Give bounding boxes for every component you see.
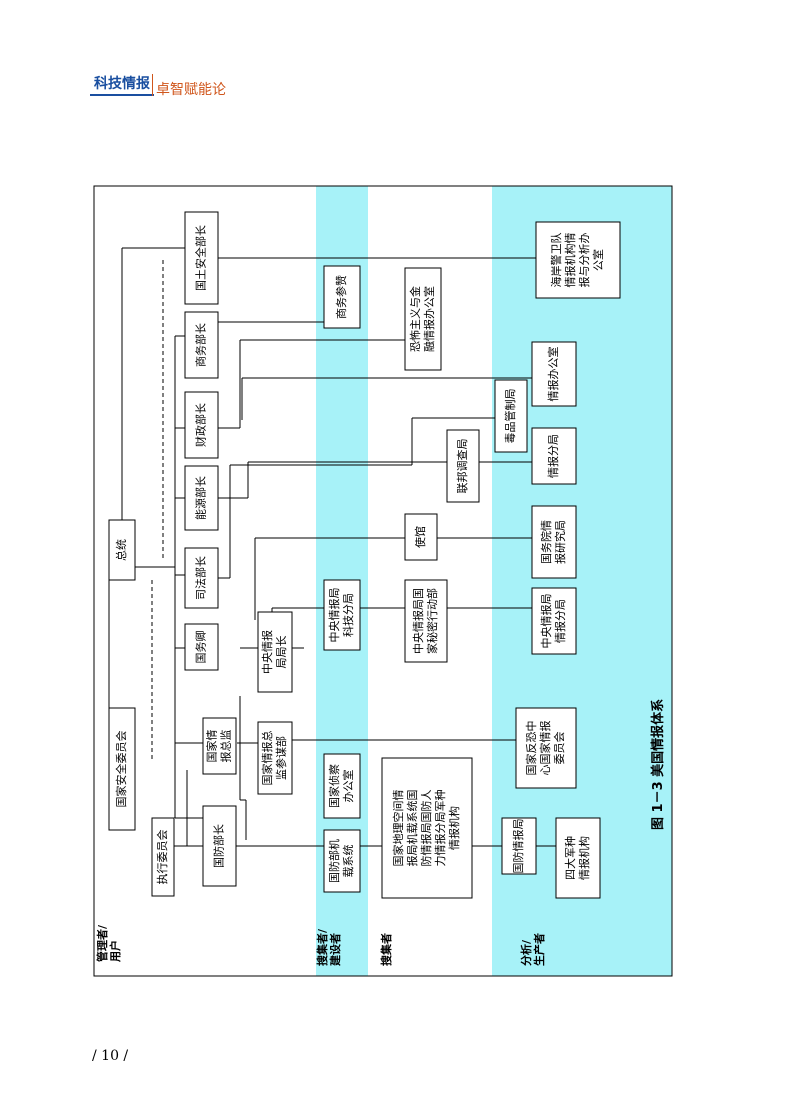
box-label: 情报分局: [546, 434, 560, 478]
row-label-analysts: 生产者: [532, 933, 546, 966]
row-label-builders: 搜集者/: [315, 928, 329, 966]
box-justice: 司法部长: [184, 547, 219, 609]
box-intel-office: 情报办公室: [531, 341, 577, 407]
box-commerce: 商务部长: [184, 311, 219, 379]
box-label: 国防部长: [212, 824, 226, 868]
box-label: 毒品管制局: [503, 389, 517, 444]
box-label: 情报机构: [447, 806, 461, 850]
box-label: 总统: [114, 539, 128, 561]
box-label: 情报办公室: [546, 347, 560, 402]
box-label: 防情报局国防人: [419, 790, 433, 867]
box-label: 报与分析办: [577, 233, 591, 288]
box-label: 国家情报总: [260, 731, 274, 786]
box-label: 司法部长: [194, 556, 208, 600]
figure-caption: 图 1－3 美国情报体系: [650, 699, 666, 830]
box-dia: 国防情报局: [501, 817, 537, 875]
box-label: 情报机构情: [563, 233, 577, 288]
box-nro: 国家侦察办公室: [323, 753, 361, 819]
box-cia-st: 中央情报局科技分局: [323, 579, 361, 651]
box-label: 报总监: [219, 730, 233, 763]
box-nsc: 国家安全委员会: [108, 707, 136, 831]
box-label: 国家反恐中: [524, 721, 538, 776]
box-secretary-state: 国务卿: [184, 623, 219, 671]
box-label: 中央情报: [260, 630, 274, 674]
box-label: 报局机载系统国: [405, 790, 419, 867]
box-state-inr: 国务院情报研究局: [531, 505, 577, 579]
box-label: 委员会: [553, 732, 566, 765]
box-label: 商务参赞: [334, 275, 348, 319]
box-services4: 四大军种情报机构: [555, 817, 601, 899]
page-number: / 10 /: [92, 1048, 129, 1064]
box-label: 海岸警卫队: [549, 233, 563, 288]
box-ncc: 国家反恐中心国家情报委员会: [515, 707, 577, 789]
box-dni: 国家情报总监: [202, 717, 237, 775]
box-dni-staff: 国家情报总监参谋部: [257, 721, 293, 795]
box-label: 国土安全部长: [194, 225, 208, 291]
box-president: 总统: [108, 519, 136, 581]
box-label: 联邦调查局: [455, 439, 469, 494]
box-label: 监参谋部: [274, 736, 288, 780]
box-collect-agencies: 国家地理空间情报局机载系统国防情报局国防人力情报分局军种情报机构: [381, 757, 473, 899]
box-label: 公室: [591, 249, 605, 271]
brand-subtitle: 卓智赋能论: [152, 74, 226, 98]
box-exec-committee: 执行委员会: [151, 817, 175, 897]
box-label: 执行委员会: [155, 830, 169, 885]
box-label: 国务院情: [539, 520, 553, 564]
box-label: 国家地理空间情: [391, 790, 405, 867]
box-label: 融情报办公室: [422, 286, 436, 352]
figure-frame: [93, 185, 673, 977]
box-coast-guard: 海岸警卫队情报机构情报与分析办公室: [535, 221, 621, 299]
box-label: 商务部长: [194, 323, 208, 367]
box-label: 四大军种: [563, 836, 577, 880]
box-label: 国家侦察: [327, 764, 341, 808]
row-label-managers: 用户: [108, 940, 122, 962]
box-label: 局局长: [275, 636, 288, 669]
box-label: 中央情报局: [539, 594, 553, 649]
box-label: 中央情报局国: [411, 588, 425, 654]
box-defense-sec: 国防部长: [202, 805, 237, 887]
box-treasury: 财政部长: [184, 391, 219, 459]
box-fbi: 联邦调查局: [446, 429, 480, 503]
box-label: 财政部长: [194, 403, 208, 447]
box-label: 科技分局: [341, 593, 355, 637]
box-label: 国家安全委员会: [114, 731, 128, 808]
box-cia-analysis: 中央情报局情报分局: [531, 587, 577, 655]
box-label: 家秘密行动部: [425, 588, 439, 654]
row-label-builders: 建设者: [328, 933, 342, 966]
row-label-collectors: 搜集者: [379, 933, 393, 966]
box-label: 情报机构: [577, 836, 591, 880]
box-label: 心国家情报: [538, 721, 552, 776]
box-label: 力情报分局军种: [433, 790, 447, 867]
box-label: 国防情报局: [511, 819, 525, 874]
box-energy: 能源部长: [184, 465, 219, 531]
box-label: 恐怖主义与金: [408, 286, 422, 352]
connector-lines: [108, 247, 556, 847]
box-label: 能源部长: [194, 476, 208, 520]
box-homeland: 国土安全部长: [184, 211, 219, 305]
box-dea: 毒品管制局: [494, 379, 528, 453]
box-commerce-attache: 商务参赞: [323, 265, 361, 329]
box-label: 国家情: [205, 730, 219, 763]
box-label: 使馆: [413, 526, 427, 548]
brand-logo: 科技情报: [90, 74, 154, 96]
box-intel-div: 情报分局: [531, 427, 577, 485]
box-tfi: 恐怖主义与金融情报办公室: [404, 267, 442, 371]
box-label: 办公室: [341, 770, 355, 803]
box-cia-ncs: 中央情报局国家秘密行动部: [404, 579, 448, 663]
row-label-managers: 管理者/: [95, 924, 109, 962]
box-label: 中央情报局: [327, 588, 341, 643]
box-label: 国务卿: [195, 631, 208, 664]
box-label: 报研究局: [553, 520, 567, 564]
box-cia-director: 中央情报局局长: [257, 611, 293, 693]
box-label: 国防部机: [327, 839, 341, 883]
org-boxes: 执行委员会 国家安全委员会 总统国防部长 国家情报总监 国务卿 司法部长 能源部长 财政部长 商…: [108, 211, 621, 899]
box-label: 情报分局: [553, 599, 567, 643]
box-label: 载系统: [342, 845, 355, 878]
box-embassy: 使馆: [404, 513, 438, 561]
dashed-lines: [151, 260, 164, 760]
row-label-analysts: 分析/: [519, 939, 533, 966]
box-dod-sat: 国防部机载系统: [323, 829, 361, 893]
